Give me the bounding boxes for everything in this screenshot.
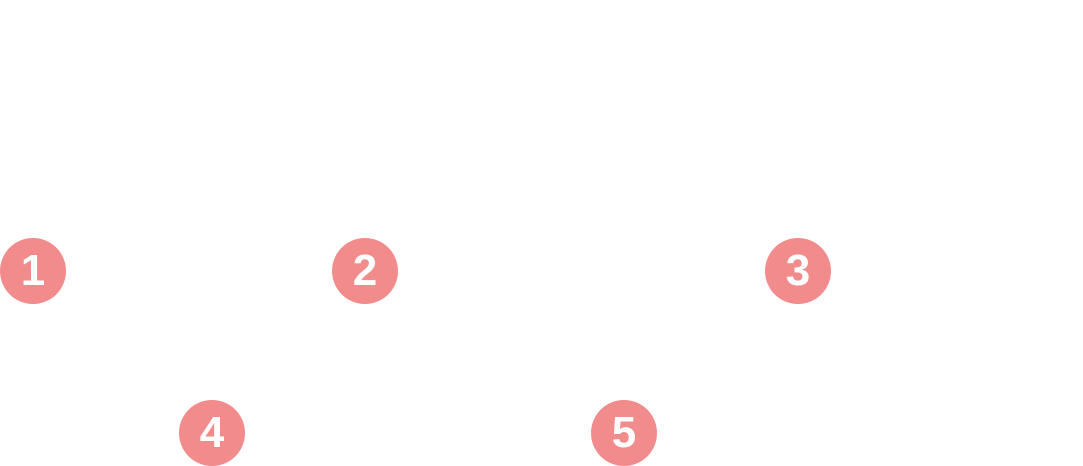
number-marker-1: 1 [0, 238, 66, 304]
number-marker-4: 4 [179, 400, 245, 466]
number-marker-2: 2 [332, 238, 398, 304]
number-marker-3: 3 [765, 238, 831, 304]
number-marker-5: 5 [591, 400, 657, 466]
